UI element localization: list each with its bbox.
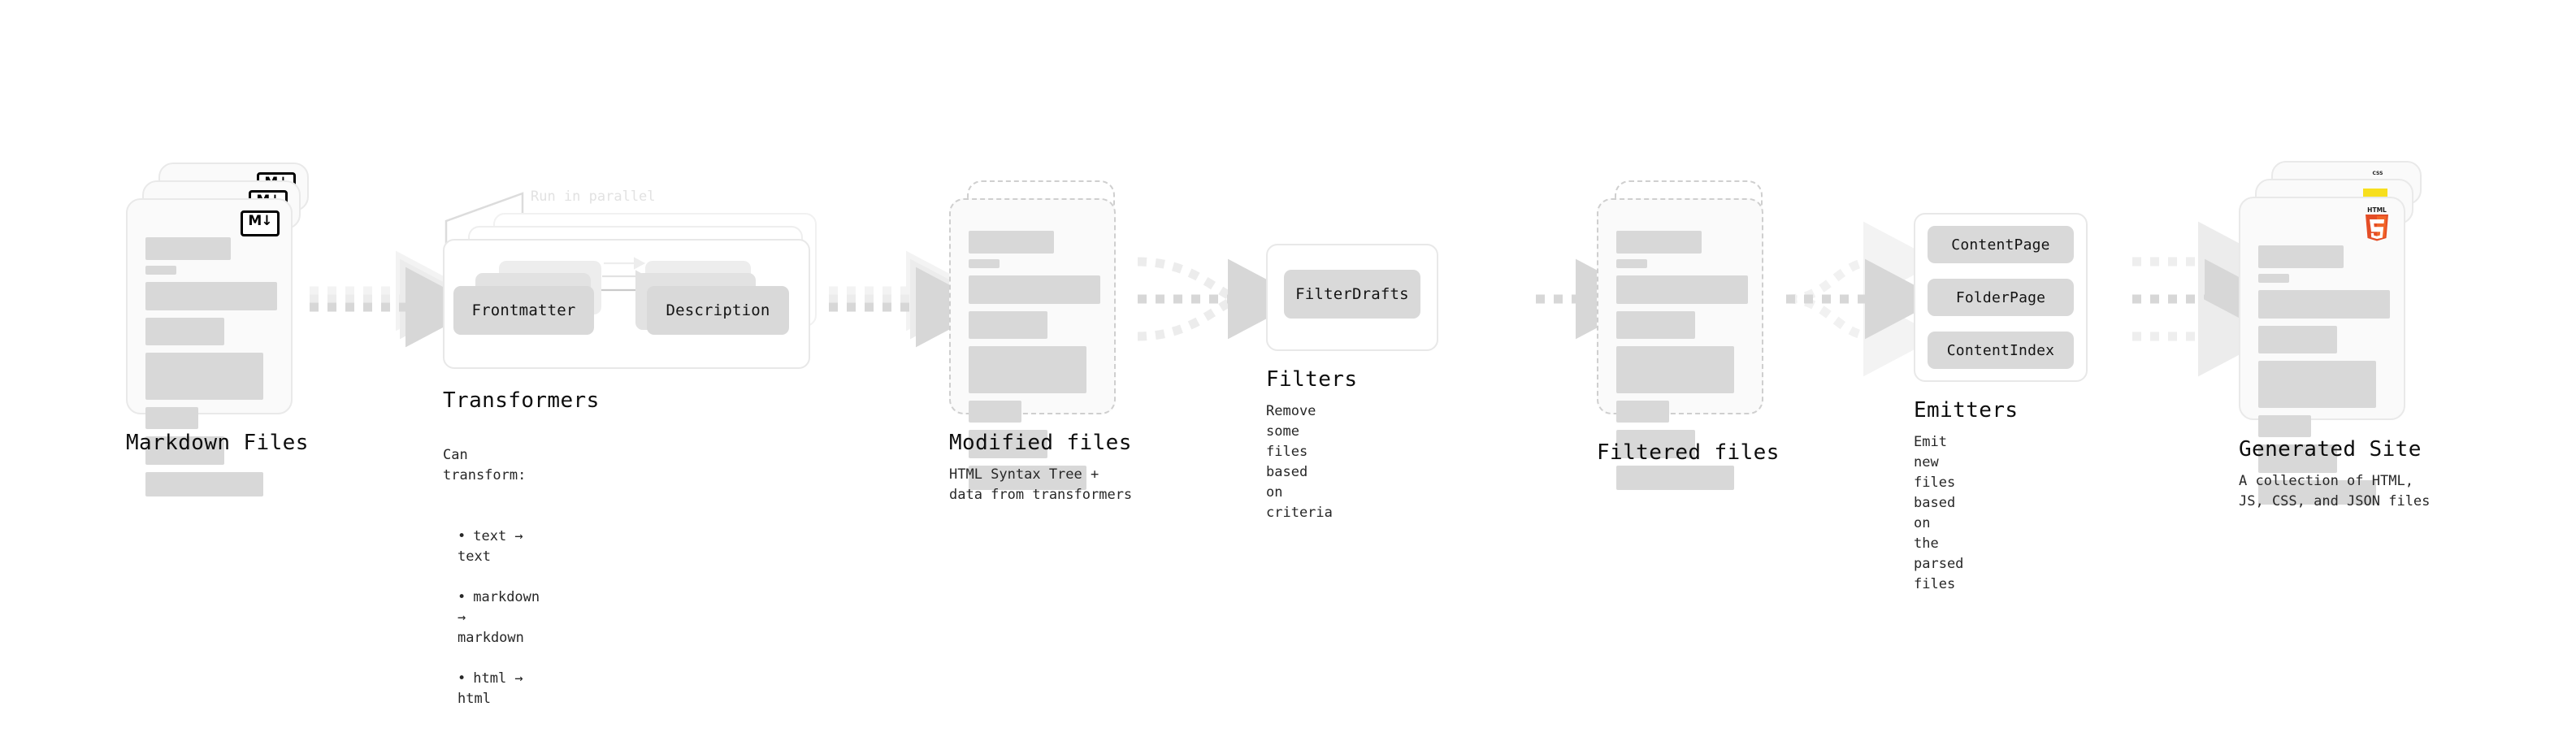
stage-title-transformers: Transformers — [443, 388, 600, 413]
site-card-front: HTML — [2239, 197, 2405, 505]
stage-markdown-files: M↓ M↓ M↓ Markdown Files — [126, 163, 313, 496]
pill-description[interactable]: Description — [647, 286, 789, 335]
pill-folderpage[interactable]: FolderPage — [1928, 279, 2074, 316]
content-bar — [969, 231, 1054, 254]
transformers-capability-item: markdown → markdown — [458, 587, 540, 648]
content-bar — [969, 401, 1021, 423]
site-card-content — [2258, 245, 2390, 505]
transformers-subtitle: Can transform: text → text markdown → ma… — [443, 425, 540, 750]
pill-contentpage[interactable]: ContentPage — [1928, 226, 2074, 263]
content-bar — [1616, 231, 1702, 254]
connector-emitters-to-site — [2132, 221, 2281, 377]
content-bar — [969, 259, 1000, 268]
content-bar — [145, 318, 224, 345]
connector-transformers-to-modified — [829, 250, 992, 348]
content-bar — [145, 237, 231, 260]
pill-contentpage-label: ContentPage — [1951, 236, 2050, 254]
stage-title-generated-site: Generated Site — [2239, 437, 2422, 462]
stage-title-filtered-files: Filtered files — [1597, 440, 1780, 465]
stage-title-filters: Filters — [1266, 367, 1358, 392]
filtered-card-content — [1616, 231, 1748, 490]
markdown-badge-icon: M↓ — [241, 210, 280, 236]
transformers-capability-item: html → html — [458, 669, 540, 709]
pill-folderpage-label: FolderPage — [1955, 288, 2046, 306]
content-bar — [2258, 480, 2376, 505]
stage-filtered-files: Filtered files — [1597, 180, 1784, 490]
content-bar — [1616, 430, 1695, 458]
content-bar — [2258, 274, 2289, 283]
content-bar — [2258, 444, 2337, 473]
content-bar — [2258, 245, 2344, 268]
content-bar — [1616, 346, 1734, 393]
content-bar — [1616, 466, 1734, 490]
content-bar — [145, 282, 277, 310]
stage-modified-files: Modified files HTML Syntax Tree + data f… — [949, 180, 1136, 503]
transformers-capability-item: text → text — [458, 527, 540, 567]
modified-card-content — [969, 231, 1100, 490]
connectors-layer — [310, 221, 2281, 377]
stage-title-markdown-files: Markdown Files — [126, 431, 309, 455]
connector-filtered-to-emitters — [1786, 221, 1941, 377]
content-bar — [145, 436, 224, 465]
modified-card-front — [949, 198, 1116, 490]
pill-description-label: Description — [666, 301, 770, 319]
content-bar — [145, 407, 198, 429]
filters-subtitle: Remove some files based on criteria — [1266, 403, 1333, 521]
connector-modified-to-filters — [1137, 257, 1304, 341]
transformers-subtitle-heading: Can transform: — [443, 447, 527, 483]
content-bar — [2258, 361, 2376, 408]
stage-title-emitters: Emitters — [1914, 398, 2019, 423]
content-bar — [969, 311, 1047, 339]
diagram-canvas: M↓ M↓ M↓ Markdown Files — [0, 0, 2576, 681]
content-bar — [969, 275, 1100, 304]
content-bar — [969, 346, 1086, 393]
pill-contentindex[interactable]: ContentIndex — [1928, 332, 2074, 369]
content-bar — [145, 472, 263, 496]
run-in-parallel-label: Run in parallel — [531, 189, 656, 205]
content-bar — [969, 430, 1047, 458]
html5-badge-icon: HTML — [2361, 205, 2392, 242]
transformers-capability-list: text → text markdown → markdown html → h… — [443, 506, 540, 730]
modified-files-subtitle: HTML Syntax Tree + data from transformer… — [949, 466, 1133, 503]
run-in-parallel-bracket — [445, 192, 524, 245]
markdown-card-front: M↓ — [126, 198, 293, 496]
content-bar — [145, 353, 263, 400]
generated-site-subtitle: A collection of HTML, JS, CSS, and JSON … — [2239, 473, 2431, 509]
stage-generated-site: CSS HTML — [2239, 161, 2434, 509]
content-bar — [1616, 275, 1748, 304]
filtered-card-front — [1597, 198, 1763, 490]
content-bar — [145, 266, 176, 275]
content-bar — [1616, 401, 1669, 423]
content-bar — [2258, 290, 2390, 319]
markdown-card-content — [145, 237, 277, 496]
pill-contentindex-label: ContentIndex — [1946, 341, 2055, 359]
pill-frontmatter-label: Frontmatter — [471, 301, 576, 319]
content-bar — [1616, 259, 1647, 268]
content-bar — [1616, 311, 1695, 339]
content-bar — [2258, 415, 2311, 437]
stage-title-modified-files: Modified files — [949, 431, 1132, 455]
svg-text:HTML: HTML — [2367, 206, 2387, 214]
transformer-inner-arrows — [601, 257, 651, 297]
emitters-subtitle: Emit new files based on the parsed files — [1914, 434, 1964, 592]
pill-filterdrafts[interactable]: FilterDrafts — [1284, 270, 1420, 319]
pill-filterdrafts-label: FilterDrafts — [1295, 285, 1409, 303]
content-bar — [969, 466, 1086, 490]
connector-md-to-transformers — [310, 250, 482, 348]
pill-frontmatter[interactable]: Frontmatter — [453, 286, 594, 335]
content-bar — [2258, 326, 2337, 353]
